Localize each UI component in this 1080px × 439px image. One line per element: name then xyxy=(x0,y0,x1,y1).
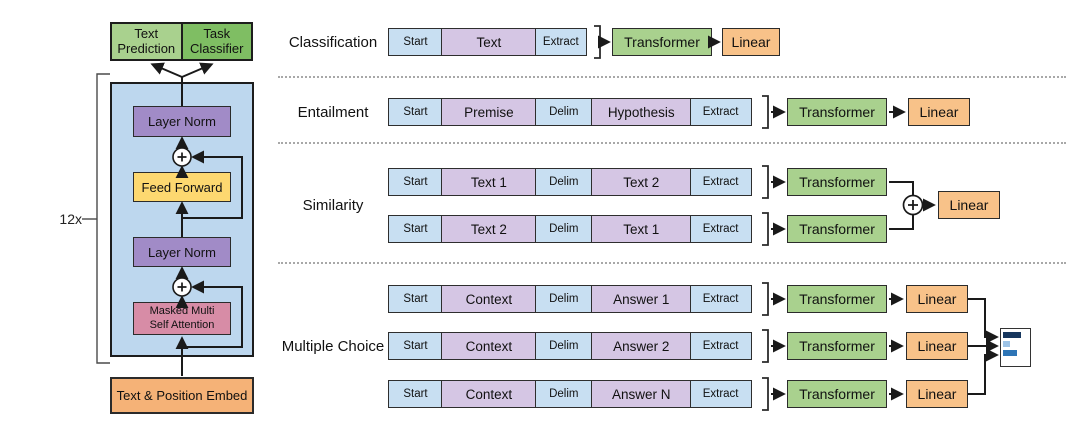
repeat-12x-label: 12x xyxy=(59,211,82,227)
token-premise: Premise xyxy=(441,98,537,126)
strip-bracket xyxy=(762,282,769,316)
text-position-embed-box: Text & Position Embed xyxy=(110,377,254,414)
strip-bracket xyxy=(762,95,769,129)
transformer-box: Transformer xyxy=(787,215,887,243)
task-classifier-head: Task Classifier xyxy=(180,24,251,59)
token-extract: Extract xyxy=(534,28,587,56)
dotted-separator-3 xyxy=(278,262,1066,264)
entailment-token-strip: Start Premise Delim Hypothesis Extract xyxy=(388,98,752,126)
transformer-box: Transformer xyxy=(787,380,887,408)
elbow-linear-to-chart xyxy=(968,348,999,395)
transformer-box: Transformer xyxy=(787,332,887,360)
classification-token-strip: Start Text Extract xyxy=(388,28,587,56)
token-delim: Delim xyxy=(534,285,593,313)
token-extract: Extract xyxy=(689,380,752,408)
multiple-choice-token-strip-2: Start Context Delim Answer 2 Extract xyxy=(388,332,752,360)
token-text1: Text 1 xyxy=(441,168,537,196)
task-label-similarity: Similarity xyxy=(302,196,364,214)
feed-forward-box: Feed Forward xyxy=(133,172,231,202)
token-extract: Extract xyxy=(689,98,752,126)
token-start: Start xyxy=(388,98,443,126)
token-delim: Delim xyxy=(534,332,593,360)
repeat-bracket-line xyxy=(96,73,110,364)
similarity-token-strip-1: Start Text 1 Delim Text 2 Extract xyxy=(388,168,752,196)
probability-bar-3 xyxy=(1003,350,1017,356)
elbow-transformer-to-add xyxy=(889,215,914,230)
token-extract: Extract xyxy=(689,332,752,360)
token-text2: Text 2 xyxy=(441,215,537,243)
token-delim: Delim xyxy=(534,168,593,196)
token-start: Start xyxy=(388,215,443,243)
probability-bar-1 xyxy=(1003,332,1021,338)
probability-bar-2 xyxy=(1003,341,1010,347)
layer-norm-top-box: Layer Norm xyxy=(133,106,231,137)
token-delim: Delim xyxy=(534,98,593,126)
token-delim: Delim xyxy=(534,215,593,243)
multiple-choice-token-strip-1: Start Context Delim Answer 1 Extract xyxy=(388,285,752,313)
token-extract: Extract xyxy=(689,168,752,196)
token-extract: Extract xyxy=(689,215,752,243)
output-heads: Text Prediction Task Classifier xyxy=(110,22,253,61)
linear-box: Linear xyxy=(908,98,970,126)
token-text1: Text 1 xyxy=(591,215,692,243)
elbow-linear-to-chart xyxy=(968,298,999,344)
token-answer2: Answer 2 xyxy=(591,332,692,360)
attention-label-line1: Masked Multi xyxy=(149,305,215,318)
token-text: Text xyxy=(441,28,537,56)
token-context: Context xyxy=(441,380,537,408)
elbow-transformer-to-add xyxy=(889,181,914,195)
token-answer1: Answer 1 xyxy=(591,285,692,313)
add-icon xyxy=(902,194,924,216)
task-label-multiple-choice: Multiple Choice xyxy=(281,337,385,355)
text-prediction-head: Text Prediction xyxy=(112,24,181,59)
token-delim: Delim xyxy=(534,380,593,408)
token-start: Start xyxy=(388,285,443,313)
layer-norm-bottom-box: Layer Norm xyxy=(133,237,231,267)
token-start: Start xyxy=(388,380,443,408)
token-hypothesis: Hypothesis xyxy=(591,98,692,126)
token-start: Start xyxy=(388,168,443,196)
linear-box: Linear xyxy=(906,332,968,360)
multiple-choice-token-strip-3: Start Context Delim Answer N Extract xyxy=(388,380,752,408)
linear-box: Linear xyxy=(906,380,968,408)
dotted-separator-1 xyxy=(278,76,1066,78)
strip-bracket xyxy=(594,25,601,59)
dotted-separator-2 xyxy=(278,142,1066,144)
repeat-bracket xyxy=(82,73,110,364)
token-extract: Extract xyxy=(689,285,752,313)
linear-box: Linear xyxy=(722,28,780,56)
token-context: Context xyxy=(441,332,537,360)
strip-bracket xyxy=(762,212,769,246)
answer-probabilities-chart xyxy=(1000,328,1031,367)
arrow-to-text-prediction xyxy=(150,62,183,78)
arrow-to-task-classifier xyxy=(181,62,214,78)
token-context: Context xyxy=(441,285,537,313)
masked-self-attention-box: Masked Multi Self Attention xyxy=(133,302,231,335)
similarity-token-strip-2: Start Text 2 Delim Text 1 Extract xyxy=(388,215,752,243)
transformer-box: Transformer xyxy=(787,98,887,126)
linear-box: Linear xyxy=(906,285,968,313)
transformer-box: Transformer xyxy=(787,285,887,313)
attention-label-line2: Self Attention xyxy=(149,318,215,331)
token-start: Start xyxy=(388,332,443,360)
task-label-entailment: Entailment xyxy=(297,103,369,121)
transformer-box: Transformer xyxy=(612,28,712,56)
task-label-classification: Classification xyxy=(288,33,378,51)
linear-box: Linear xyxy=(938,191,1000,219)
strip-bracket xyxy=(762,377,769,411)
token-answerN: Answer N xyxy=(591,380,692,408)
token-text2: Text 2 xyxy=(591,168,692,196)
strip-bracket xyxy=(762,165,769,199)
token-start: Start xyxy=(388,28,443,56)
transformer-box: Transformer xyxy=(787,168,887,196)
strip-bracket xyxy=(762,329,769,363)
